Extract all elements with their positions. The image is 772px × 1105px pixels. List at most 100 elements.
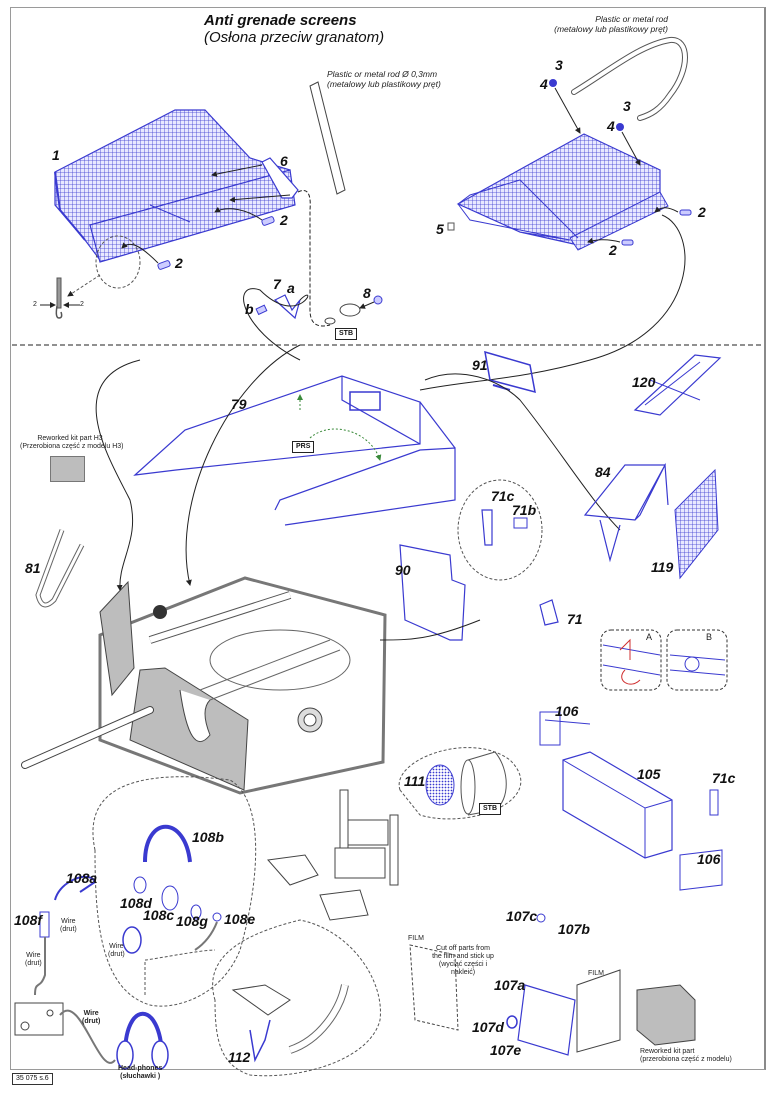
- note-text-pl: (przerobiona część z modelu): [640, 1056, 732, 1064]
- part-label: 120: [632, 374, 656, 390]
- part-label: 2: [609, 242, 617, 258]
- note-text-en: Wire: [61, 918, 76, 925]
- reworked-h3-swatch: [50, 456, 85, 482]
- note-text-pl: (drut): [82, 1018, 101, 1026]
- part-label: 2: [175, 255, 183, 271]
- stb-box-2: STB: [479, 803, 501, 815]
- note-rod-top-right: Plastic or metal rod (metalowy lub plast…: [498, 14, 668, 35]
- part-7: [273, 294, 301, 320]
- part-label: 8: [363, 285, 371, 301]
- bracket-part-6: [261, 157, 299, 199]
- note-text-pl-2: nakleić): [450, 969, 476, 977]
- dimension-right: 2: [80, 301, 84, 308]
- rod-straight: [309, 81, 346, 195]
- periscope-part-91: [484, 350, 536, 394]
- sheet-code: 35 075 s.6: [12, 1073, 53, 1085]
- wire-note-3: Wire (drut): [108, 943, 125, 959]
- part-label: 108e: [224, 911, 256, 927]
- detail-a-frame: [600, 629, 662, 691]
- note-rod-center: Plastic or metal rod Ø 0,3mm (metalowy l…: [327, 69, 441, 90]
- part-label: 119: [651, 559, 674, 575]
- part-label: 107c: [506, 908, 538, 924]
- screen-part-1: [54, 109, 296, 263]
- part-label: 107e: [490, 1042, 522, 1058]
- seat-assembly: [267, 789, 399, 921]
- note-text-en: Wire: [109, 943, 124, 950]
- film-label-right: FILM: [588, 970, 604, 977]
- prs-box: PRS: [292, 441, 315, 453]
- film-label-left: FILM: [408, 935, 424, 942]
- wire-note-1: Wire (drut): [60, 918, 77, 934]
- detail-a-label: A: [646, 632, 653, 642]
- note-text-pl: (drut): [25, 960, 42, 968]
- note-text-pl: (Przerobiona część z modelu H3): [20, 443, 124, 451]
- part-label: 81: [25, 560, 41, 576]
- part-label: 108d: [120, 895, 152, 911]
- note-text-en: Wire: [83, 1010, 99, 1017]
- note-text-en: Cut off parts from: [436, 945, 490, 952]
- dimension-left: 2: [33, 301, 37, 308]
- part-label: 3: [623, 98, 631, 114]
- frame-part-120: [633, 354, 722, 416]
- page-title: Anti grenade screens: [204, 12, 357, 29]
- plate-part-90: [399, 544, 466, 641]
- note-text-en-2: the film and stick up: [432, 953, 494, 961]
- film-sheet-left: [409, 944, 459, 1031]
- note-text-en: Plastic or metal rod: [595, 14, 668, 24]
- note-text-en: Wire: [26, 952, 41, 959]
- part-label: 108f: [14, 912, 43, 928]
- note-text-pl: (wyciąć części i: [438, 961, 488, 969]
- note-text-pl: (metalowy lub plastikowy pręt): [554, 23, 668, 34]
- note-text-en: Reworked kit part: [640, 1048, 695, 1055]
- panel-part-79: [133, 375, 456, 526]
- page-subtitle: (Osłona przeciw granatom): [204, 29, 385, 46]
- note-film-cut: Cut off parts from the film and stick up…: [428, 945, 498, 977]
- part-label: 105: [637, 766, 661, 782]
- note-text-en: Reworked kit part H3: [37, 435, 103, 442]
- part-label: 108g: [176, 913, 208, 929]
- part-label: 71b: [512, 502, 537, 518]
- part-label: 106: [555, 703, 579, 719]
- film-sheet-right: [576, 969, 621, 1053]
- part-label: 108b: [192, 829, 224, 845]
- detail-b-frame: [666, 629, 728, 691]
- screen-part-119: [674, 468, 719, 580]
- note-text-pl: (metalowy lub plastikowy pręt): [327, 78, 441, 89]
- part-label: 71: [567, 611, 583, 627]
- note-reworked-h3: Reworked kit part H3 (Przerobiona część …: [20, 435, 124, 451]
- part-label: 4: [607, 118, 615, 134]
- part-label: 84: [595, 464, 611, 480]
- part-label: 91: [472, 357, 488, 373]
- part-label: 112: [228, 1049, 251, 1065]
- radio-box: [14, 1002, 64, 1036]
- part-label: 7: [273, 276, 281, 292]
- detail-b-label: B: [706, 632, 713, 642]
- box-part-105: [562, 751, 673, 859]
- part-label: 1: [52, 147, 60, 163]
- part-label: 107b: [558, 921, 590, 937]
- note-text-pl: (drut): [108, 951, 125, 959]
- part-label: 106: [697, 851, 721, 867]
- part-label: 4: [540, 76, 548, 92]
- part-label: 71c: [712, 770, 736, 786]
- part-label: b: [245, 301, 254, 317]
- part-label: a: [287, 280, 295, 296]
- note-reworked-kit: Reworked kit part (przerobiona część z m…: [640, 1048, 732, 1064]
- note-text-pl: (słuchawki ): [120, 1073, 161, 1081]
- part-label: 5: [436, 221, 444, 237]
- wire-note-2: Wire (drut): [25, 952, 42, 968]
- part-label: 107a: [494, 977, 526, 993]
- note-text-en: Plastic or metal rod Ø 0,3mm: [327, 69, 438, 79]
- part-label: 3: [555, 57, 563, 73]
- box-part-84: [583, 462, 669, 563]
- part-label: 111: [404, 773, 426, 789]
- note-text-pl: (drut): [60, 926, 77, 934]
- part-label: 71c: [491, 488, 515, 504]
- part-label: 107d: [472, 1019, 504, 1035]
- part-label: 2: [280, 212, 288, 228]
- part-label: 6: [280, 153, 288, 169]
- note-text-en: Head-phones: [118, 1065, 163, 1072]
- screen-part-right: [456, 133, 669, 251]
- part-label: 79: [231, 396, 247, 412]
